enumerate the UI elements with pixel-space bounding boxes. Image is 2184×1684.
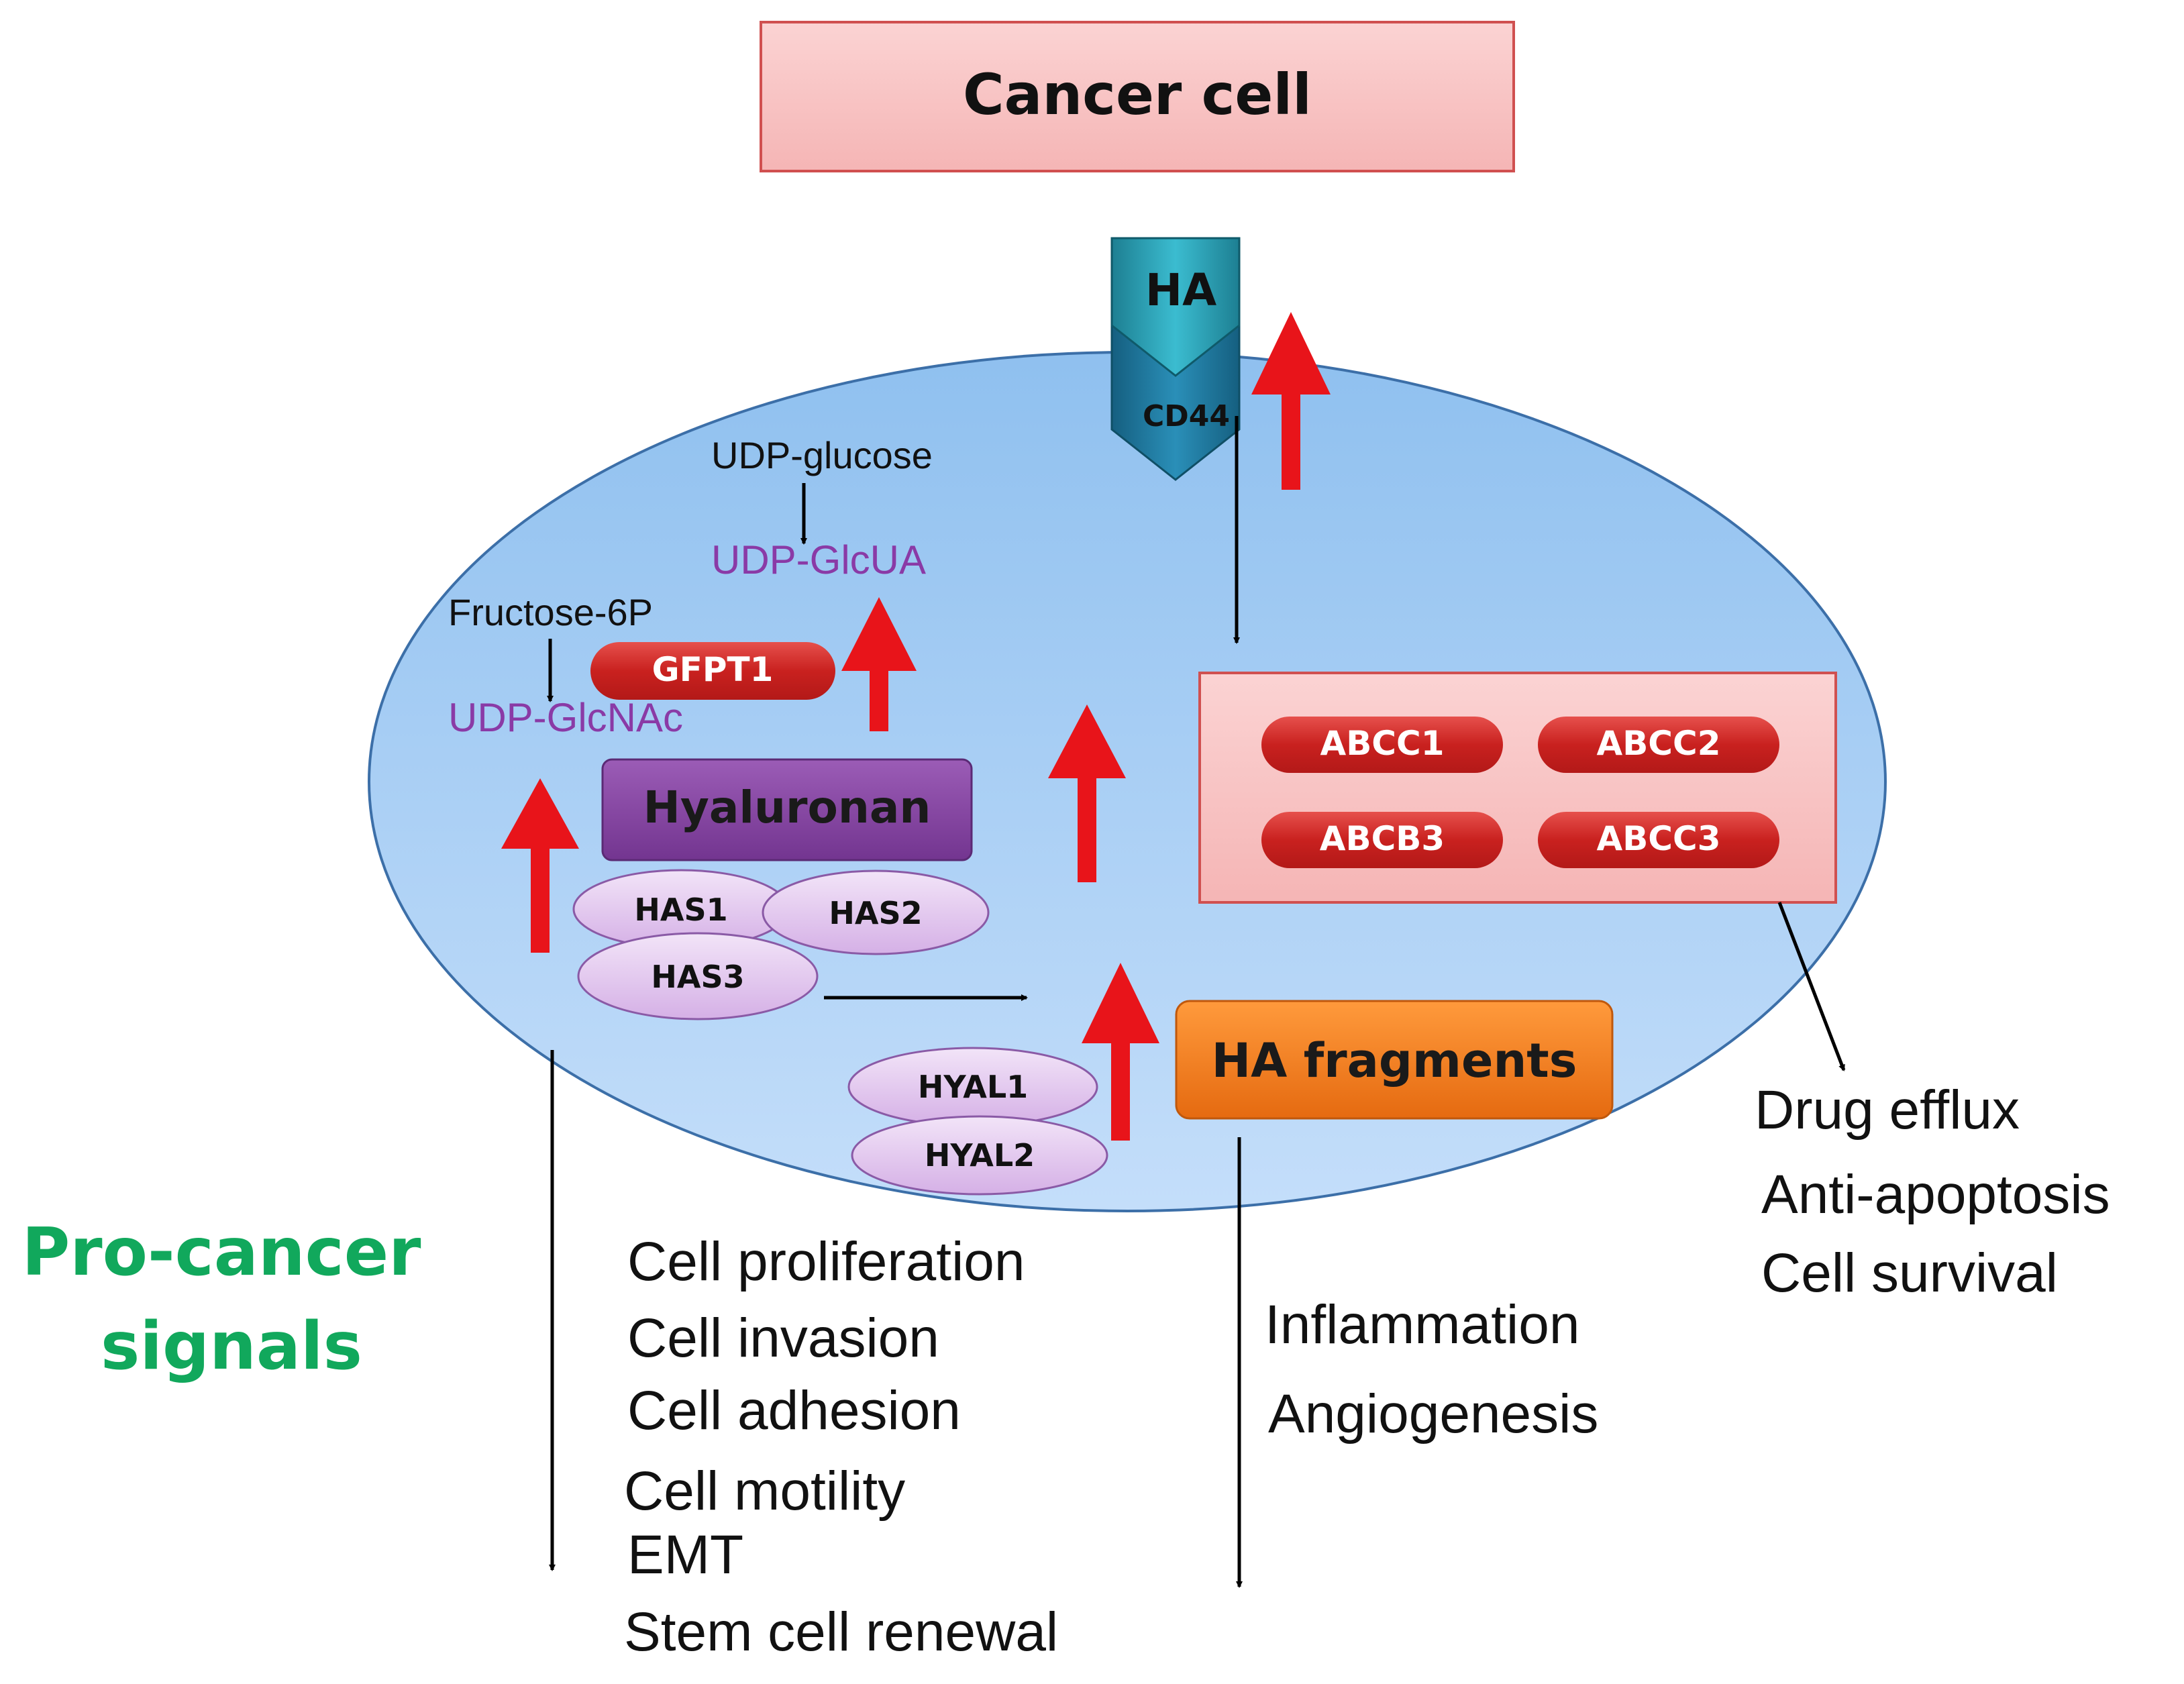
- hyaluronan-label: Hyaluronan: [643, 782, 931, 833]
- transporter-abcc1: ABCC1: [1261, 717, 1503, 773]
- ha-cd44-receptor: HA CD44: [1110, 237, 1241, 481]
- drug-resistance-outcomes: Drug efflux Anti-apoptosis Cell survival: [1755, 1080, 2110, 1304]
- upregulation-arrows: [501, 312, 1331, 1141]
- has3-ellipse: [577, 932, 819, 1020]
- cd44-label: CD44: [1143, 399, 1230, 433]
- upregulation-arrow-has: [501, 778, 579, 953]
- gfpt1-label: GFPT1: [652, 650, 774, 689]
- upregulation-arrow-hyal: [1082, 963, 1159, 1141]
- has3-label: HAS3: [651, 959, 744, 995]
- hyal1-label: HYAL1: [918, 1069, 1028, 1105]
- transporter-label: ABCC2: [1597, 724, 1721, 763]
- udp-glcnac-label: UDP-GlcNAc: [448, 695, 683, 740]
- upregulation-arrow-center: [1048, 704, 1126, 882]
- gfpt1-enzyme: GFPT1: [590, 642, 835, 700]
- has2-ellipse: [762, 870, 990, 955]
- outcome-text: Cell survival: [1761, 1243, 2058, 1304]
- pro-cancer-signals-label: Pro-cancer signals: [21, 1214, 421, 1385]
- title-box: Cancer cell: [760, 21, 1515, 172]
- udp-glcua-label: UDP-GlcUA: [711, 537, 926, 582]
- pro-cancer-line-2: signals: [101, 1308, 362, 1385]
- ha-fragments-label: HA fragments: [1212, 1033, 1577, 1088]
- ha-label: HA: [1145, 264, 1216, 316]
- outcome-text: Stem cell renewal: [624, 1601, 1058, 1663]
- pro-cancer-line-1: Pro-cancer: [21, 1214, 421, 1291]
- outcome-text: Cell adhesion: [627, 1380, 961, 1441]
- outcome-text: Inflammation: [1265, 1294, 1579, 1355]
- transporter-label: ABCB3: [1320, 819, 1445, 858]
- title-text: Cancer cell: [963, 62, 1312, 127]
- transporter-outcome-arrow: [1777, 902, 1846, 1071]
- hyaluronan-outcomes: Cell proliferation Cell invasion Cell ad…: [624, 1231, 1058, 1663]
- udp-glucose-label: UDP-glucose: [711, 434, 933, 476]
- outcome-text: Cell proliferation: [627, 1231, 1025, 1292]
- hyal-enzymes: HYAL1 HYAL2: [847, 1047, 1108, 1196]
- transporter-label: ABCC3: [1597, 819, 1721, 858]
- outcome-text: Angiogenesis: [1268, 1383, 1598, 1444]
- has2-label: HAS2: [829, 895, 922, 931]
- outcome-text: EMT: [627, 1524, 743, 1585]
- hyal2-ellipse: [851, 1115, 1108, 1196]
- ha-fragments-box: HA fragments: [1175, 1000, 1614, 1120]
- fragment-outcomes: Inflammation Angiogenesis: [1265, 1294, 1598, 1444]
- has-enzymes: HAS1 HAS2 HAS3: [572, 869, 990, 1020]
- transporter-abcc2: ABCC2: [1538, 717, 1779, 773]
- transporter-label: ABCC1: [1320, 724, 1445, 763]
- outcome-text: Cell invasion: [627, 1308, 939, 1369]
- upregulation-arrow-cd44: [1251, 312, 1331, 490]
- upregulation-arrow-glcua: [841, 597, 917, 731]
- ha-ligand-shape: [1110, 237, 1241, 377]
- transporter-abcc3: ABCC3: [1538, 812, 1779, 868]
- hyaluronan-box: Hyaluronan: [601, 758, 973, 861]
- outcome-text: Anti-apoptosis: [1761, 1164, 2110, 1225]
- abc-transporter-box: ABCC1 ABCC2 ABCB3 ABCC3: [1198, 672, 1837, 904]
- fructose-6p-label: Fructose-6P: [448, 591, 653, 633]
- outcome-text: Cell motility: [624, 1461, 905, 1522]
- outcome-text: Drug efflux: [1755, 1080, 2020, 1141]
- transporter-abcb3: ABCB3: [1261, 812, 1503, 868]
- has1-label: HAS1: [634, 892, 727, 928]
- hyal2-label: HYAL2: [925, 1137, 1035, 1173]
